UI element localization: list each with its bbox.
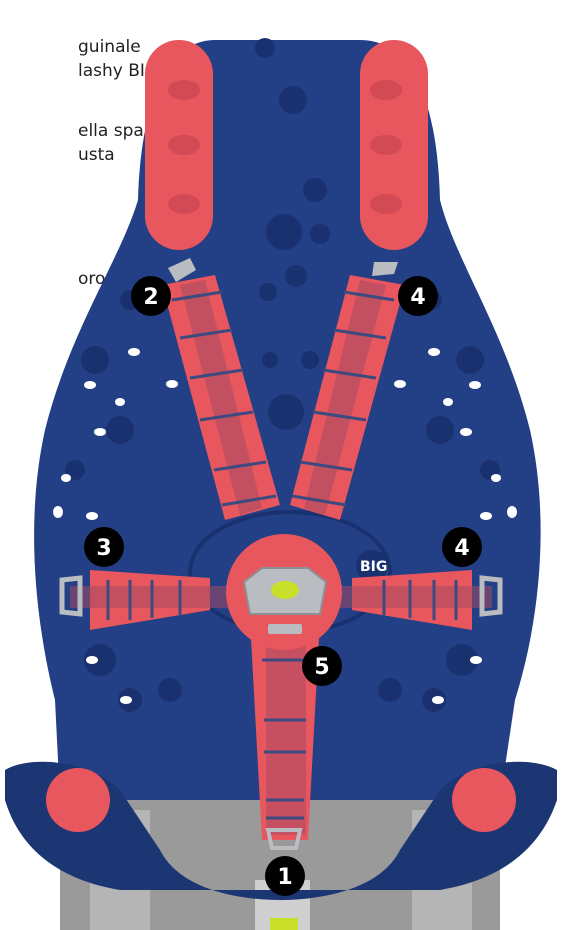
- callout-left-shoulder: 2: [131, 276, 171, 316]
- callout-number: 4: [454, 536, 469, 561]
- callout-number: 5: [314, 655, 329, 680]
- callout-crotch-buckle: 1: [265, 856, 305, 896]
- callout-number: 4: [410, 285, 425, 310]
- callout-number: 1: [277, 865, 292, 890]
- callout-left-hip: 3: [84, 527, 124, 567]
- callout-right-hip: 4: [442, 527, 482, 567]
- callout-center-buckle: 5: [302, 646, 342, 686]
- callout-right-shoulder: 4: [398, 276, 438, 316]
- callout-number: 3: [96, 536, 111, 561]
- logo-badge: BIG: [360, 559, 387, 575]
- left-hip-pad: [46, 768, 110, 832]
- callout-number: 2: [143, 285, 158, 310]
- right-hip-pad: [452, 768, 516, 832]
